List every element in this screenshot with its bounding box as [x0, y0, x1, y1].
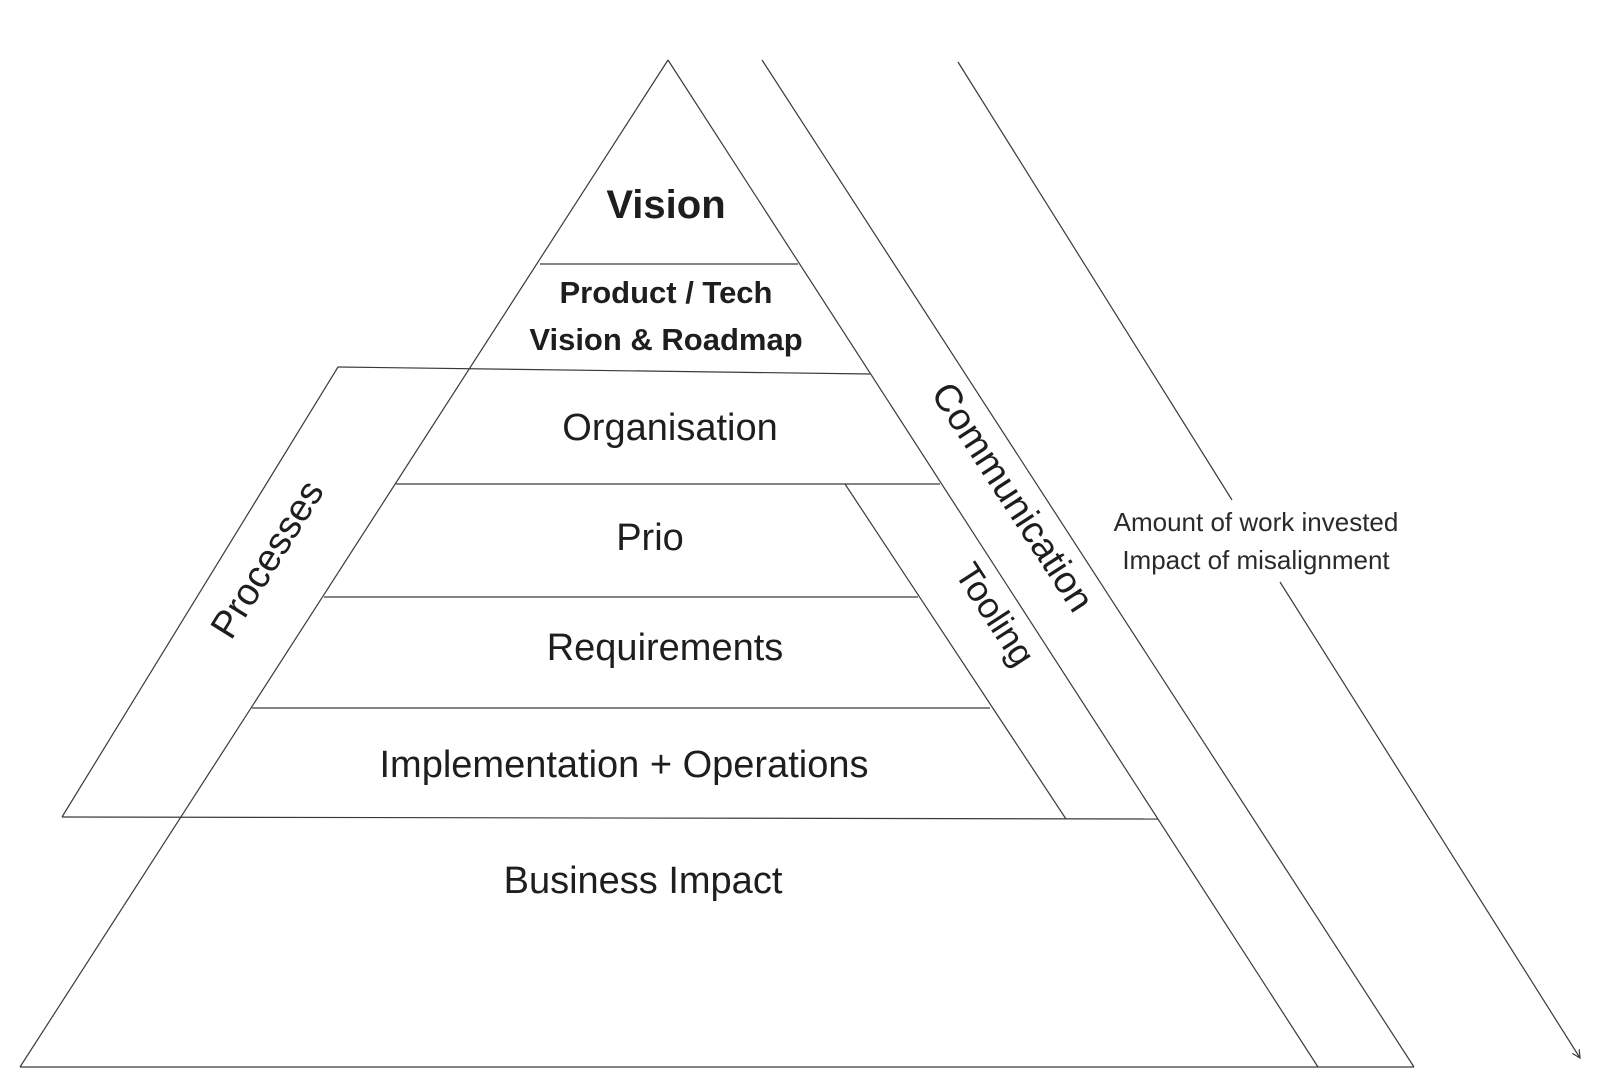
processes-band [61, 366, 339, 818]
misalignment-impact-text: Impact of misalignment [1122, 545, 1390, 575]
tooling-label: Tooling [947, 555, 1044, 673]
layer-prio-label: Prio [616, 517, 684, 559]
tooling-band [844, 483, 1067, 820]
pyramid-outline [19, 59, 1319, 1068]
communication-band [761, 59, 1415, 1068]
layer-implementation-operations-label: Implementation + Operations [380, 744, 869, 786]
layer-requirements-label: Requirements [547, 627, 784, 669]
work-invested-text: Amount of work invested [1114, 507, 1399, 537]
layer-business-impact-label: Business Impact [504, 860, 783, 902]
communication-label: Communication [923, 375, 1102, 619]
layer-organisation-label: Organisation [562, 407, 777, 449]
work-invested-arrow [957, 61, 1580, 1058]
layer-product-tech-label-line2: Vision & Roadmap [529, 322, 802, 357]
layer-dividers [61, 263, 1159, 820]
processes-label: Processes [203, 473, 333, 646]
layer-product-tech-label-line1: Product / Tech [559, 275, 772, 310]
layer-vision-label: Vision [606, 183, 725, 227]
